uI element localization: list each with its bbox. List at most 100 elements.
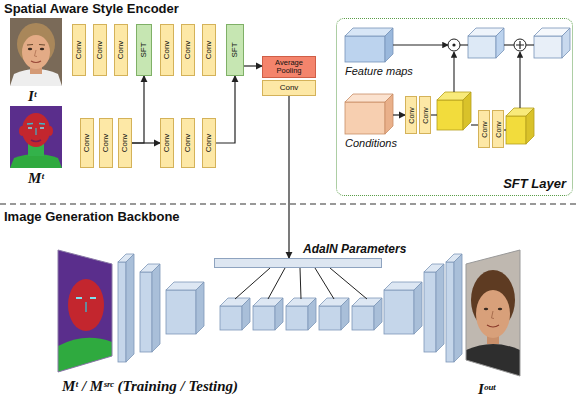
node-text: Conditions — [345, 138, 397, 149]
connector-arrow — [288, 96, 289, 258]
input-face-mask — [27, 123, 45, 125]
conv-block: Conv — [93, 24, 107, 76]
section-heading: Image Generation Backbone — [4, 210, 180, 224]
image-label: Iᵒᵘᵗ — [478, 381, 496, 398]
backbone-mask-image — [76, 297, 96, 299]
sft-layer-illustration — [460, 44, 468, 45]
connector-arrow — [132, 76, 144, 143]
backbone-blocks — [374, 298, 382, 330]
conv-block: Conv — [492, 110, 504, 148]
input-face-photo — [40, 48, 44, 50]
sft-layer-illustration — [463, 92, 471, 130]
input-face-photo — [27, 44, 45, 46]
backbone-mask-image — [68, 279, 104, 331]
sft-layer-illustration — [452, 43, 455, 46]
node-text: Conv — [184, 41, 192, 60]
connector-arrow — [244, 65, 262, 66]
backbone-mask-image — [85, 302, 86, 312]
output-face-photo — [492, 311, 495, 319]
output-face-photo — [476, 290, 510, 338]
section-heading: Spatial Aware Style Encoder — [4, 2, 179, 16]
node-text: Conv — [83, 134, 91, 153]
output-face-photo — [484, 308, 488, 310]
input-face-mask — [10, 154, 62, 168]
node-text: Conv — [163, 134, 171, 153]
adain-fan-lines — [268, 268, 285, 299]
sft-layer-illustration — [430, 114, 437, 115]
node-text: SFT Layer — [503, 177, 566, 190]
node-text: Conv — [205, 134, 213, 153]
connectors — [132, 66, 405, 258]
node-text: Conv — [117, 41, 125, 60]
image-label: Mᵗ — [28, 170, 44, 187]
input-face-photo — [22, 35, 50, 69]
input-face-photo — [31, 61, 41, 63]
backbone-blocks — [253, 306, 275, 330]
backbone-blocks — [152, 264, 160, 352]
conv-block: Conv — [181, 24, 195, 76]
adain-fan-lines — [235, 268, 270, 299]
sft-layer-illustration — [385, 28, 393, 62]
adain-fan-lines — [315, 268, 334, 299]
sft-layer-illustration — [345, 28, 570, 144]
output-face-photo — [487, 325, 499, 327]
node-text: Conv — [96, 41, 104, 60]
sft-layer-illustration — [516, 41, 524, 49]
backbone-blocks — [308, 298, 316, 330]
output-face-photo — [498, 308, 502, 310]
sft-block: SFT — [136, 24, 152, 76]
connector-arrow — [216, 76, 235, 143]
sft-layer-illustration — [526, 108, 534, 144]
sft-layer-illustration — [345, 36, 385, 62]
conv-block: Conv — [405, 96, 417, 134]
output-face-photo — [466, 250, 520, 376]
input-face-mask — [35, 128, 36, 135]
input-face-mask — [10, 106, 62, 168]
conv-block: Conv — [80, 118, 94, 168]
sft-layer-illustration — [514, 39, 526, 51]
sft-layer-panel: SFT LayerFeature mapsConditionsConvConvC… — [336, 18, 573, 196]
sft-layer-illustration — [468, 36, 496, 58]
sft-layer-illustration — [345, 102, 385, 134]
input-face-photo — [35, 50, 38, 57]
backbone-blocks — [414, 282, 422, 334]
conv-block: Conv — [202, 118, 216, 168]
sft-layer-illustration — [526, 44, 534, 45]
node-text: SFT — [140, 42, 148, 57]
backbone-blocks — [436, 264, 444, 352]
backbone-blocks — [166, 290, 196, 334]
image-label: Iᵗ — [28, 88, 37, 105]
backbone-blocks — [220, 306, 242, 330]
conv-block: Conv — [160, 118, 174, 168]
backbone-blocks — [384, 290, 414, 334]
backbone-blocks — [424, 272, 436, 352]
backbone-blocks — [140, 272, 152, 352]
backbone-mask-image — [58, 250, 112, 372]
conv-block: Conv — [114, 24, 128, 76]
adain-parameter-bar: AdaIN Parameters — [214, 258, 382, 268]
conv-block: Conv — [181, 118, 195, 168]
sft-block: SFT — [226, 24, 244, 76]
output-face-photo — [466, 250, 520, 376]
sft-layer-illustration — [385, 94, 393, 134]
input-face-photo — [28, 48, 32, 50]
backbone-blocks — [242, 298, 250, 330]
input-face-mask — [31, 140, 41, 142]
backbone-blocks — [319, 306, 341, 330]
backbone-blocks — [341, 298, 349, 330]
input-face-photo — [10, 18, 62, 86]
conv-block: Conv — [99, 118, 113, 168]
sft-layer-illustration — [506, 116, 526, 144]
backbone-mask-image — [58, 250, 112, 372]
adain-fan-lines — [235, 268, 367, 299]
sft-layer-illustration — [437, 100, 463, 130]
conv-block: Conv — [118, 118, 132, 168]
image-label: Mᵗ / Mˢʳᶜ (Training / Testing) — [62, 378, 238, 395]
node-text: Conv — [102, 134, 110, 153]
node-text: Conv — [280, 84, 299, 92]
node-text: SFT — [231, 42, 239, 57]
conv-box: Conv — [262, 80, 316, 96]
node-text: Conv — [422, 107, 429, 123]
backbone-blocks — [275, 298, 283, 330]
